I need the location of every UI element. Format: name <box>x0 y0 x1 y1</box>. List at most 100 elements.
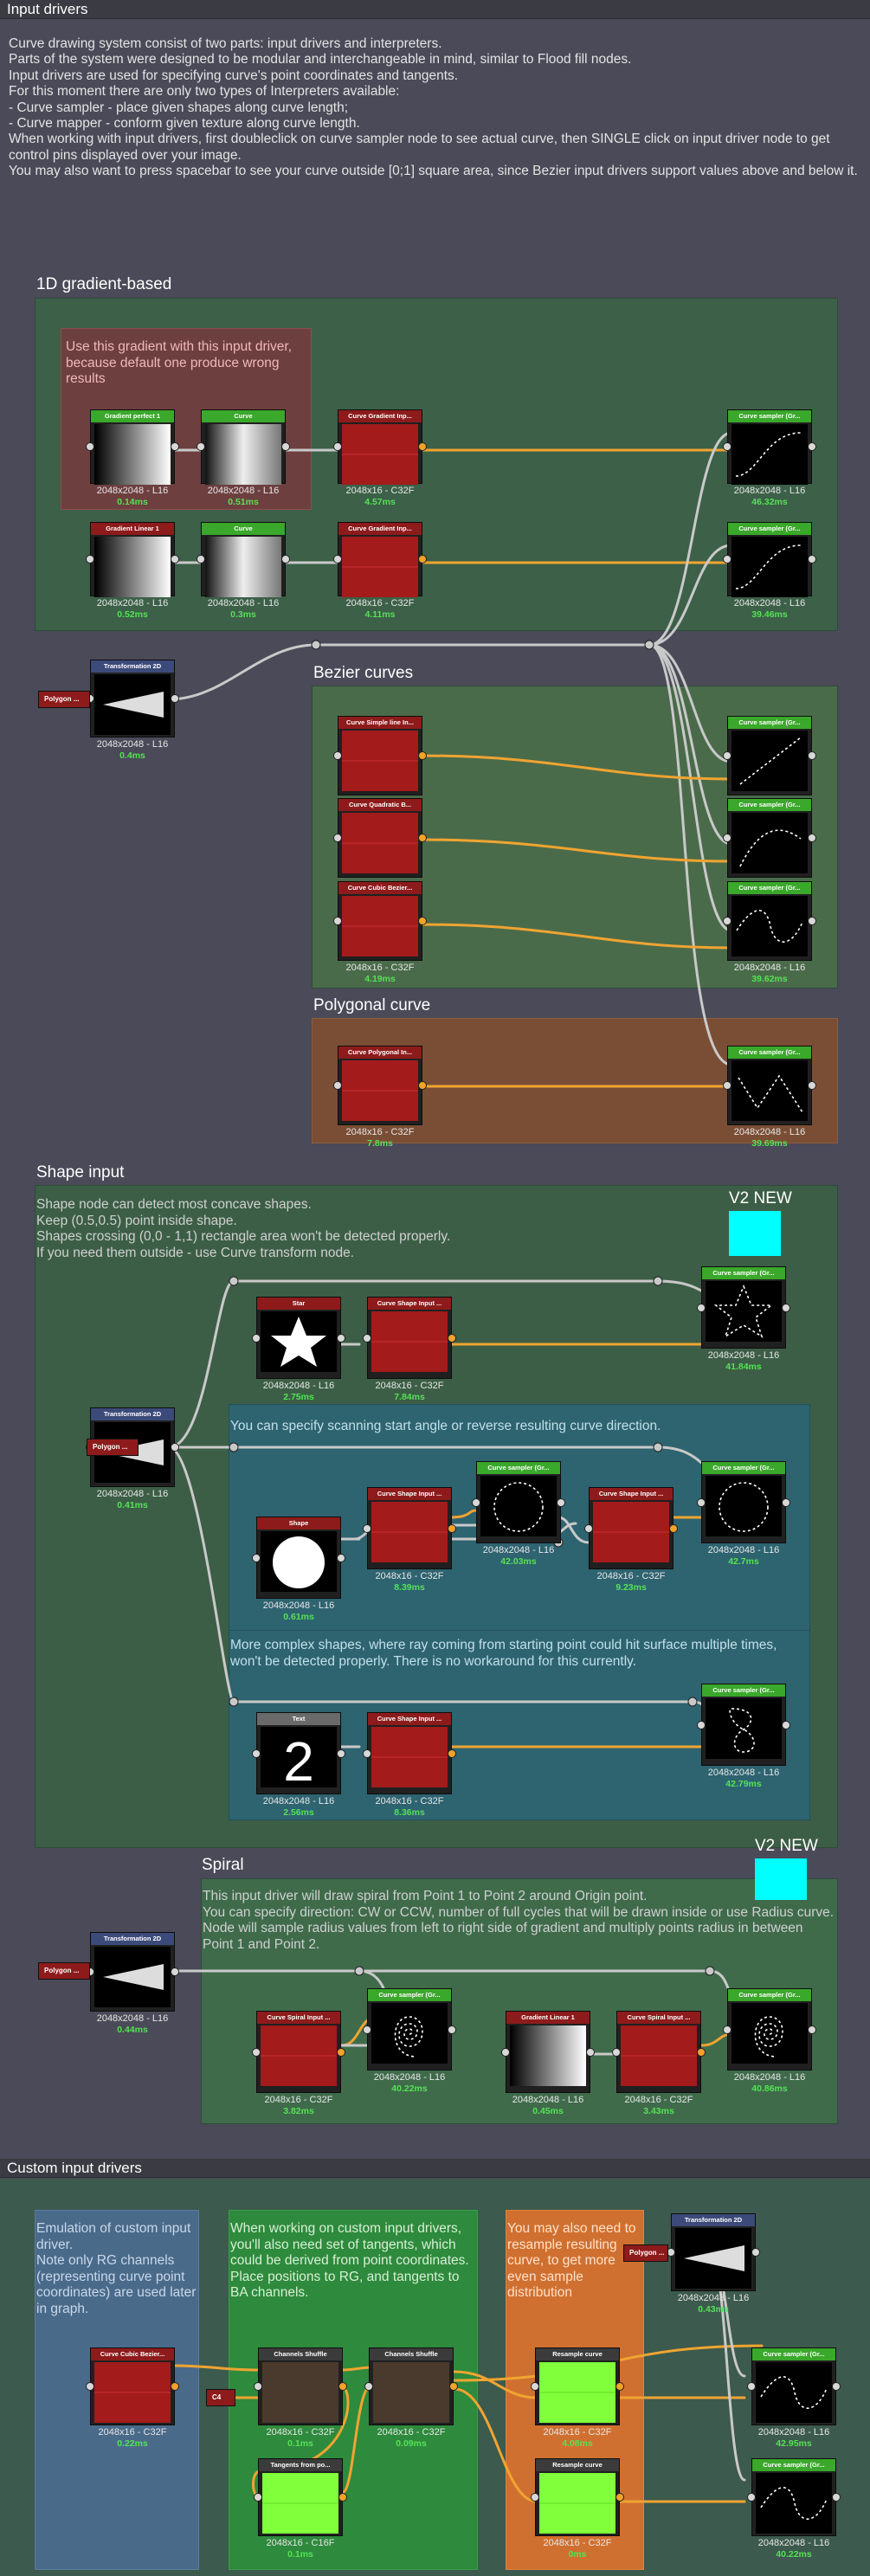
output-pin[interactable] <box>782 1720 790 1729</box>
output-pin[interactable] <box>808 1081 816 1090</box>
input-pin[interactable] <box>697 1720 706 1729</box>
output-pin[interactable] <box>418 751 427 760</box>
input-pin[interactable] <box>364 2382 373 2391</box>
input-pin[interactable] <box>363 1333 371 1343</box>
output-pin[interactable] <box>808 442 816 451</box>
input-pin[interactable] <box>333 442 342 451</box>
output-pin[interactable] <box>337 1333 345 1343</box>
node-resample-2[interactable]: Resample curve <box>535 2458 620 2536</box>
output-pin[interactable] <box>171 694 179 703</box>
node-spiral-in-2[interactable]: Curve Spiral Input ... <box>616 2011 701 2093</box>
input-pin[interactable] <box>723 555 731 564</box>
output-pin[interactable] <box>171 1967 179 1976</box>
input-pin[interactable] <box>254 2493 262 2502</box>
output-pin[interactable] <box>808 917 816 925</box>
input-pin[interactable] <box>363 2025 371 2034</box>
output-pin[interactable] <box>449 2382 458 2391</box>
output-pin[interactable] <box>448 1523 456 1533</box>
node-sampler-s4[interactable]: Curve sampler (Gr... <box>701 1684 786 1766</box>
node-sampler-2[interactable]: Curve sampler (Gr... <box>727 522 812 597</box>
node-sampler-p[interactable]: Curve sampler (Gr... <box>727 1046 812 1125</box>
input-pin[interactable] <box>723 834 731 842</box>
node-curve-2[interactable]: Curve <box>201 522 286 597</box>
node-curve-1[interactable]: Curve <box>201 409 286 485</box>
node-shape-in-3[interactable]: Curve Shape Input ... <box>589 1487 673 1569</box>
output-pin[interactable] <box>669 1523 678 1533</box>
node-sampler-s2[interactable]: Curve sampler (Gr... <box>476 1461 561 1543</box>
output-pin[interactable] <box>615 2493 624 2502</box>
node-bez-quad[interactable]: Curve Quadratic B... <box>338 798 422 878</box>
input-pin[interactable] <box>531 2493 539 2502</box>
input-pin[interactable] <box>333 917 342 925</box>
node-bez-cubic[interactable]: Curve Cubic Bezier... <box>338 881 422 961</box>
node-shuffle-2[interactable]: Channels Shuffle <box>369 2347 454 2425</box>
input-pin[interactable] <box>723 751 731 760</box>
output-pin[interactable] <box>808 2025 816 2034</box>
input-pin[interactable] <box>197 442 205 451</box>
output-pin[interactable] <box>281 555 290 564</box>
output-pin[interactable] <box>808 751 816 760</box>
node-sampler-b2[interactable]: Curve sampler (Gr... <box>727 798 812 878</box>
input-pin[interactable] <box>747 2382 756 2391</box>
input-pin[interactable] <box>723 442 731 451</box>
output-pin[interactable] <box>832 2382 841 2391</box>
node-sampler-s3[interactable]: Curve sampler (Gr... <box>701 1461 786 1543</box>
output-pin[interactable] <box>418 442 427 451</box>
polygon-mini-node[interactable]: Polygon ... <box>38 691 90 708</box>
node-sampler-sp1[interactable]: Curve sampler (Gr... <box>367 1988 452 2070</box>
output-pin[interactable] <box>418 834 427 842</box>
node-cg-input-2[interactable]: Curve Gradient Inp... <box>338 522 422 597</box>
input-pin[interactable] <box>197 555 205 564</box>
input-pin[interactable] <box>333 1081 342 1090</box>
node-grad-perfect[interactable]: Gradient perfect 1 <box>90 409 175 485</box>
polygon-mini-node[interactable]: Polygon ... <box>38 1962 90 1980</box>
output-pin[interactable] <box>448 1748 456 1758</box>
output-pin[interactable] <box>697 2047 706 2057</box>
input-pin[interactable] <box>723 1081 731 1090</box>
output-pin[interactable] <box>782 1497 790 1507</box>
node-grad-linear-2[interactable]: Gradient Linear 1 <box>506 2011 590 2093</box>
output-pin[interactable] <box>337 1553 345 1562</box>
node-sampler-c2[interactable]: Curve sampler (Gr... <box>751 2458 836 2536</box>
input-pin[interactable] <box>252 1748 261 1758</box>
node-grad-linear[interactable]: Gradient Linear 1 <box>90 522 175 597</box>
output-pin[interactable] <box>448 2025 456 2034</box>
node-shuffle-1[interactable]: Channels Shuffle <box>258 2347 343 2425</box>
input-pin[interactable] <box>747 2493 756 2502</box>
input-pin[interactable] <box>252 1333 261 1343</box>
input-pin[interactable] <box>333 834 342 842</box>
input-pin[interactable] <box>252 2047 261 2057</box>
node-transform-1[interactable]: Transformation 2D <box>90 660 175 737</box>
input-pin[interactable] <box>254 2382 262 2391</box>
output-pin[interactable] <box>751 2248 760 2257</box>
node-shape-node[interactable]: Shape <box>256 1517 341 1599</box>
output-pin[interactable] <box>615 2382 624 2391</box>
output-pin[interactable] <box>337 1748 345 1758</box>
output-pin[interactable] <box>808 555 816 564</box>
node-sampler-s1[interactable]: Curve sampler (Gr... <box>701 1266 786 1349</box>
output-pin[interactable] <box>418 555 427 564</box>
output-pin[interactable] <box>557 1497 565 1507</box>
node-shape-in-4[interactable]: Curve Shape Input ... <box>367 1712 452 1794</box>
node-sampler-1[interactable]: Curve sampler (Gr... <box>727 409 812 485</box>
node-shape-in-2[interactable]: Curve Shape Input ... <box>367 1487 452 1569</box>
input-pin[interactable] <box>723 2025 731 2034</box>
output-pin[interactable] <box>337 2047 345 2057</box>
input-pin[interactable] <box>584 1523 593 1533</box>
node-shape-in-1[interactable]: Curve Shape Input ... <box>367 1297 452 1379</box>
input-pin[interactable] <box>252 1553 261 1562</box>
node-cubic-custom[interactable]: Curve Cubic Bezier... <box>90 2347 175 2425</box>
output-pin[interactable] <box>171 442 179 451</box>
node-tangents[interactable]: Tangents from po... <box>258 2458 343 2536</box>
node-star[interactable]: Star <box>256 1297 341 1379</box>
input-pin[interactable] <box>501 2047 510 2057</box>
input-pin[interactable] <box>697 1497 706 1507</box>
input-pin[interactable] <box>723 917 731 925</box>
node-spiral-in-1[interactable]: Curve Spiral Input ... <box>256 2011 341 2093</box>
node-sampler-b3[interactable]: Curve sampler (Gr... <box>727 881 812 961</box>
output-pin[interactable] <box>281 442 290 451</box>
output-pin[interactable] <box>418 1081 427 1090</box>
input-pin[interactable] <box>333 555 342 564</box>
node-resample-1[interactable]: Resample curve <box>535 2347 620 2425</box>
input-pin[interactable] <box>363 1523 371 1533</box>
